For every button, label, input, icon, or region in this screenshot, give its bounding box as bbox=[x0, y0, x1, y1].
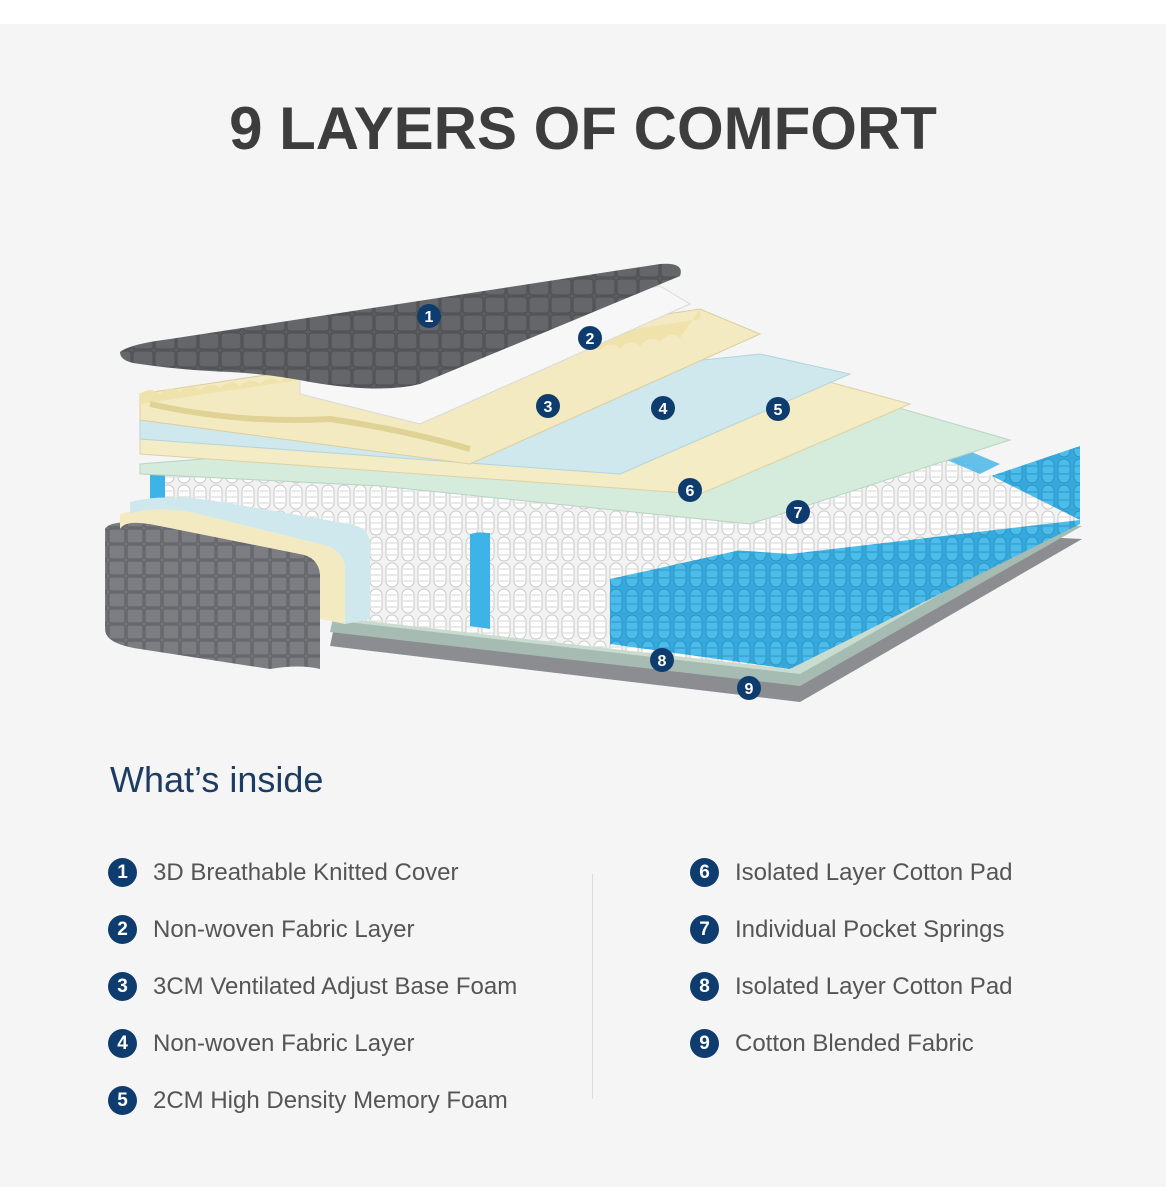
legend-label: Isolated Layer Cotton Pad bbox=[735, 858, 1013, 886]
legend-item: 1 3D Breathable Knitted Cover bbox=[108, 844, 517, 901]
legend-label: 3CM Ventilated Adjust Base Foam bbox=[153, 972, 518, 1000]
column-divider bbox=[592, 874, 593, 1099]
marker-9: 9 bbox=[737, 676, 761, 700]
number-badge: 2 bbox=[108, 915, 137, 944]
side-cover-cutaway bbox=[105, 522, 320, 669]
marker-2: 2 bbox=[578, 326, 602, 350]
marker-7: 7 bbox=[786, 500, 810, 524]
legend-item: 2 Non-woven Fabric Layer bbox=[108, 901, 517, 958]
number-badge: 6 bbox=[690, 858, 719, 887]
legend-item: 6 Isolated Layer Cotton Pad bbox=[690, 844, 1013, 901]
marker-3: 3 bbox=[536, 394, 560, 418]
legend-label: Isolated Layer Cotton Pad bbox=[735, 972, 1013, 1000]
number-badge: 7 bbox=[690, 915, 719, 944]
number-badge: 3 bbox=[108, 972, 137, 1001]
legend-item: 4 Non-woven Fabric Layer bbox=[108, 1015, 517, 1072]
svg-text:1: 1 bbox=[425, 309, 434, 326]
svg-text:3: 3 bbox=[544, 399, 553, 416]
svg-text:2: 2 bbox=[586, 331, 595, 348]
layer-1-knitted-cover bbox=[120, 263, 681, 389]
legend-item: 7 Individual Pocket Springs bbox=[690, 901, 1013, 958]
legend-item: 5 2CM High Density Memory Foam bbox=[108, 1072, 517, 1129]
marker-6: 6 bbox=[678, 478, 702, 502]
number-badge: 5 bbox=[108, 1086, 137, 1115]
whats-inside-heading: What’s inside bbox=[110, 759, 324, 800]
marker-4: 4 bbox=[651, 396, 675, 420]
legend-label: 2CM High Density Memory Foam bbox=[153, 1086, 508, 1114]
number-badge: 8 bbox=[690, 972, 719, 1001]
legend-label: Non-woven Fabric Layer bbox=[153, 1029, 415, 1057]
legend-label: Cotton Blended Fabric bbox=[735, 1029, 974, 1057]
legend-item: 8 Isolated Layer Cotton Pad bbox=[690, 958, 1013, 1015]
product-info-panel: 9 LAYERS OF COMFORT bbox=[0, 24, 1166, 1187]
mattress-layers-illustration: 1 2 3 4 5 6 7 8 9 bbox=[0, 224, 1166, 744]
marker-8: 8 bbox=[650, 648, 674, 672]
legend-label: Individual Pocket Springs bbox=[735, 915, 1005, 943]
svg-text:8: 8 bbox=[658, 653, 667, 670]
legend-item: 3 3CM Ventilated Adjust Base Foam bbox=[108, 958, 517, 1015]
svg-text:9: 9 bbox=[745, 681, 754, 698]
svg-text:6: 6 bbox=[686, 483, 695, 500]
svg-text:7: 7 bbox=[794, 505, 803, 522]
number-badge: 4 bbox=[108, 1029, 137, 1058]
svg-text:5: 5 bbox=[774, 402, 783, 419]
legend-item: 9 Cotton Blended Fabric bbox=[690, 1015, 1013, 1072]
marker-1: 1 bbox=[417, 304, 441, 328]
svg-text:4: 4 bbox=[659, 401, 668, 418]
number-badge: 9 bbox=[690, 1029, 719, 1058]
mattress-cutaway-image: 1 2 3 4 5 6 7 8 9 bbox=[105, 263, 1082, 702]
number-badge: 1 bbox=[108, 858, 137, 887]
legend-label: Non-woven Fabric Layer bbox=[153, 915, 415, 943]
legend-label: 3D Breathable Knitted Cover bbox=[153, 858, 459, 886]
page-title: 9 LAYERS OF COMFORT bbox=[229, 95, 937, 162]
marker-5: 5 bbox=[766, 397, 790, 421]
